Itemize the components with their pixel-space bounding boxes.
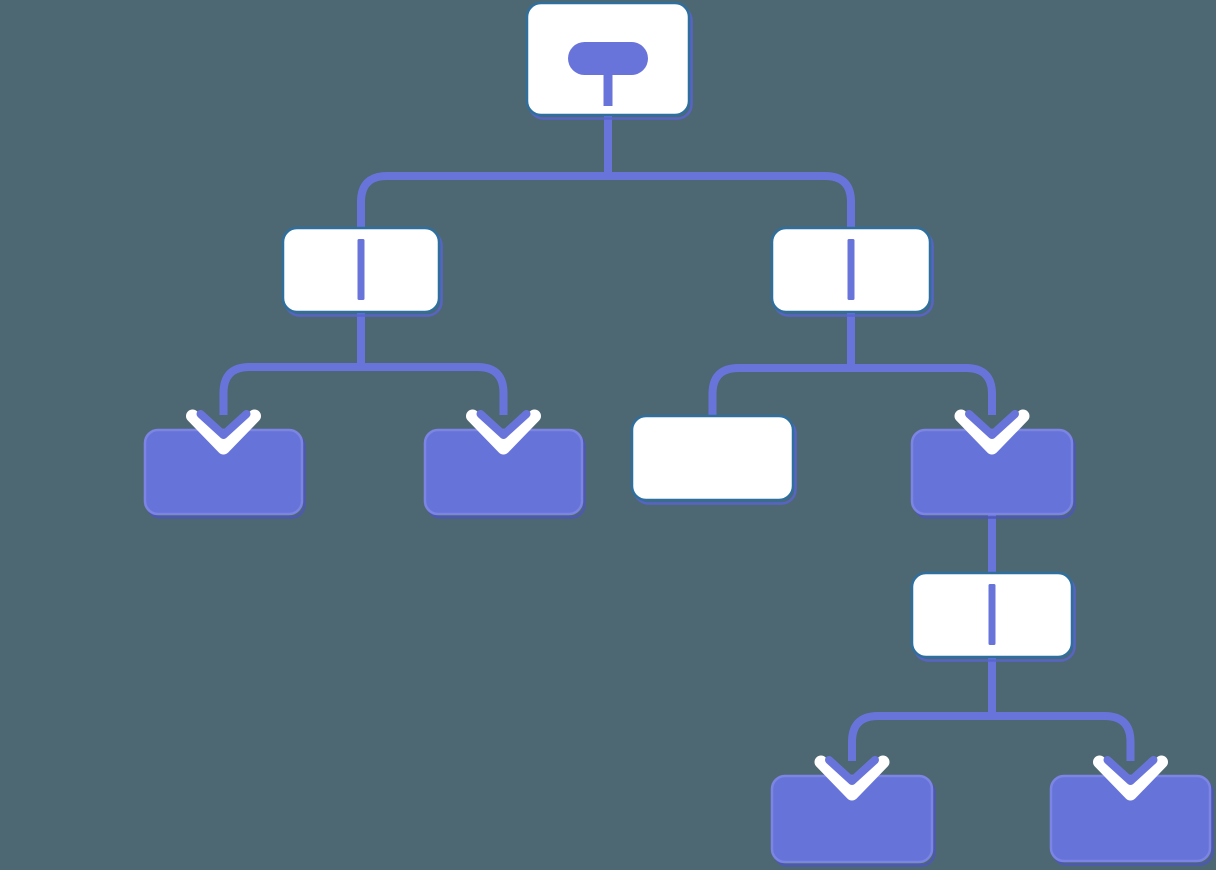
double-chevron-down-icon: [466, 409, 541, 455]
double-chevron-down-icon: [1093, 755, 1168, 801]
chevron-outer-white: [186, 409, 261, 455]
chevron-inner-purple: [965, 410, 1019, 439]
chevron-inner-purple: [825, 756, 879, 785]
double-chevron-down-icon: [814, 755, 890, 801]
node-body: [630, 414, 795, 502]
right-child-node-plain[interactable]: [630, 414, 797, 505]
chevron-outer-white: [954, 409, 1030, 455]
connector-edge: [357, 115, 612, 234]
nodes-layer: [143, 1, 1214, 867]
node-pill-stem: [603, 71, 613, 106]
connector-edge: [988, 657, 1135, 761]
connector-edge: [708, 312, 855, 422]
chevron-outer-white: [466, 409, 541, 455]
node-label-pill: [568, 42, 648, 75]
node-divider-bar: [847, 239, 855, 300]
double-chevron-down-icon: [954, 409, 1030, 455]
node-divider-bar: [988, 584, 996, 645]
connector-edge: [847, 312, 996, 415]
connector-edge: [357, 312, 508, 415]
chevron-inner-purple: [196, 410, 251, 439]
right-branch-node[interactable]: [770, 226, 934, 317]
right-subbranch-node[interactable]: [910, 571, 1076, 662]
double-chevron-down-icon: [186, 409, 261, 455]
connector-edges: [219, 115, 1135, 761]
connector-edge: [604, 115, 855, 234]
node-divider-bar: [357, 239, 365, 300]
chevron-outer-white: [1093, 755, 1168, 801]
arrow-markers: [186, 409, 1168, 801]
connector-edge: [848, 657, 996, 761]
chevron-inner-purple: [476, 410, 531, 439]
root-node[interactable]: [525, 1, 693, 120]
chevron-outer-white: [814, 755, 890, 801]
chevron-inner-purple: [1103, 756, 1158, 785]
left-branch-node[interactable]: [281, 226, 443, 317]
connector-edge: [219, 312, 365, 415]
